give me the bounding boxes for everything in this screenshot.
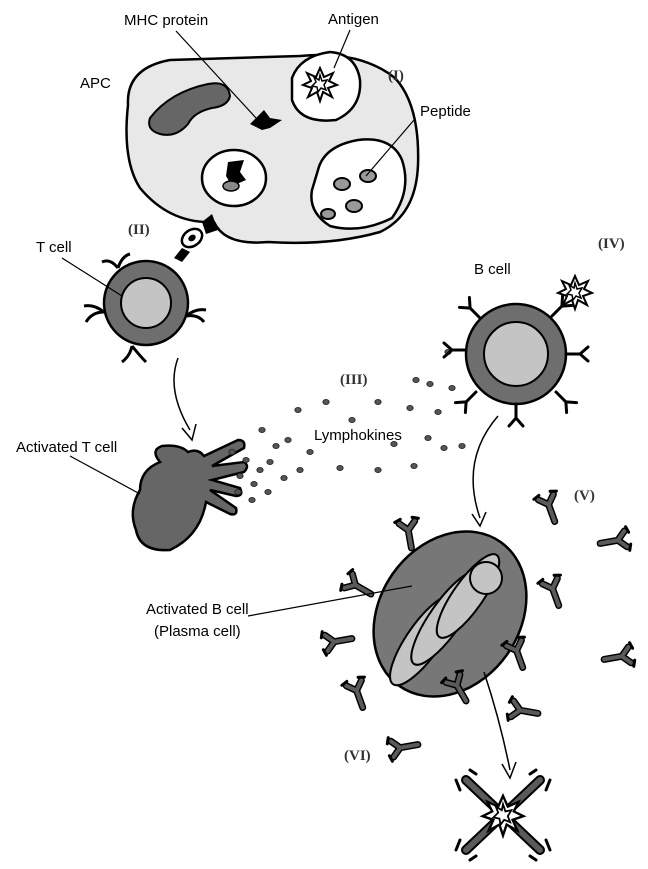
t-cell: [84, 254, 206, 362]
lymphokine-dot: [413, 377, 419, 382]
lymphokine-dot: [459, 443, 465, 448]
antibody-icon: [533, 489, 566, 525]
lymphokine-dot: [425, 435, 431, 440]
mhc-peptide-vesicle: [202, 150, 266, 206]
stage-i-label: (I): [388, 68, 404, 84]
label-activated-b-cell: Activated B cell: [146, 601, 249, 618]
activated-b-cell: [342, 502, 558, 726]
label-activated-t-cell: Activated T cell: [16, 439, 117, 456]
lymphokine-dot: [427, 381, 433, 386]
lymphokine-dot: [411, 463, 417, 468]
lymphokine-dot: [349, 417, 355, 422]
antibody-icon: [320, 627, 354, 656]
lymphokine-dot: [237, 473, 243, 478]
activated-t-cell: [133, 440, 247, 550]
arrow-neutralization: [484, 672, 510, 770]
lymphokine-dot: [259, 427, 265, 432]
antibody-icon: [598, 526, 632, 555]
lymphokine-dot: [337, 465, 343, 470]
stage-iii-label: (III): [340, 372, 368, 388]
lymphokine-dot: [375, 467, 381, 472]
lymphokine-dot: [449, 385, 455, 390]
arrow-b-activation: [473, 416, 498, 518]
lymphokine-dot: [267, 459, 273, 464]
antibody-icon: [537, 573, 570, 609]
antigen-vesicle: [292, 52, 360, 121]
lymphokine-dot: [273, 443, 279, 448]
lymphokine-dot: [295, 407, 301, 412]
stage-vi-label: (VI): [344, 748, 371, 764]
antibody-icon: [341, 675, 374, 711]
lymphokine-dot: [297, 467, 303, 472]
lymphokine-dot: [307, 449, 313, 454]
label-peptide: Peptide: [420, 103, 471, 120]
lymphokine-dot: [249, 497, 255, 502]
lymphokine-dot: [407, 405, 413, 410]
label-lymphokines: Lymphokines: [314, 427, 402, 444]
lymphokine-dot: [375, 399, 381, 404]
lymphokine-dot: [435, 409, 441, 414]
lymphokine-dot: [243, 457, 249, 462]
lymphokine-dot: [323, 399, 329, 404]
lymphokine-dot: [441, 445, 447, 450]
lymphokine-dot: [257, 467, 263, 472]
antibody-icon: [506, 696, 540, 725]
lymphokine-dot: [229, 449, 235, 454]
lymphokine-dot: [235, 489, 241, 494]
lymphokine-dot: [265, 489, 271, 494]
lymphokine-dot: [285, 437, 291, 442]
neutralized-antigen-icon: [483, 796, 524, 836]
bound-antigen-icon: [558, 276, 592, 309]
label-t-cell: T cell: [36, 239, 72, 256]
lymphokine-dot: [281, 475, 287, 480]
antibody-icon: [602, 642, 636, 671]
label-plasma-cell: (Plasma cell): [154, 623, 241, 640]
antibody-icon: [394, 516, 423, 550]
label-mhc-protein: MHC protein: [124, 12, 208, 29]
arrow-t-activation: [174, 358, 190, 430]
label-b-cell: B cell: [474, 261, 511, 278]
label-antigen: Antigen: [328, 11, 379, 28]
label-apc: APC: [80, 75, 111, 92]
stage-v-label: (V): [574, 488, 595, 504]
b-cell: [444, 276, 592, 426]
antibody-icon: [339, 569, 377, 605]
antibody-icon: [386, 733, 420, 762]
stage-iv-label: (IV): [598, 236, 625, 252]
lymphokine-dot: [251, 481, 257, 486]
antigen-antibody-complex: [456, 770, 550, 860]
stage-ii-label: (II): [128, 222, 150, 238]
antigen-icon: [303, 68, 337, 101]
